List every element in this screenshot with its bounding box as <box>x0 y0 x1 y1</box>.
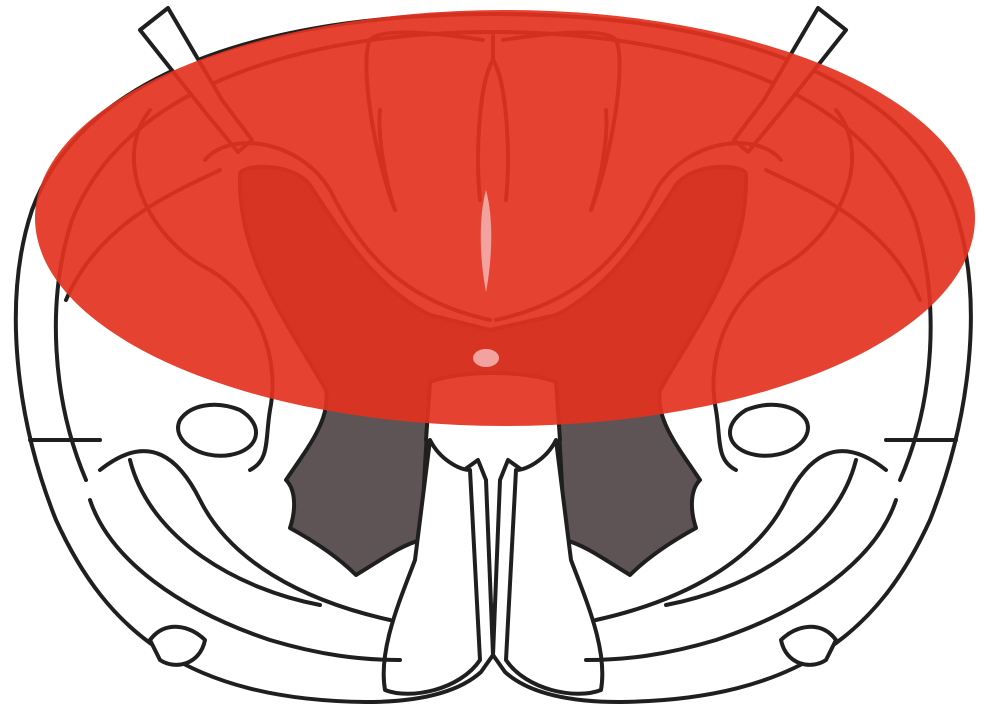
central-canal <box>473 349 499 367</box>
ventral-root-left <box>150 627 205 665</box>
lesion-overlay <box>35 10 975 426</box>
ventral-nucleus-right <box>730 405 808 456</box>
ventral-root-right <box>781 627 836 665</box>
ventral-nucleus-left <box>178 405 256 456</box>
